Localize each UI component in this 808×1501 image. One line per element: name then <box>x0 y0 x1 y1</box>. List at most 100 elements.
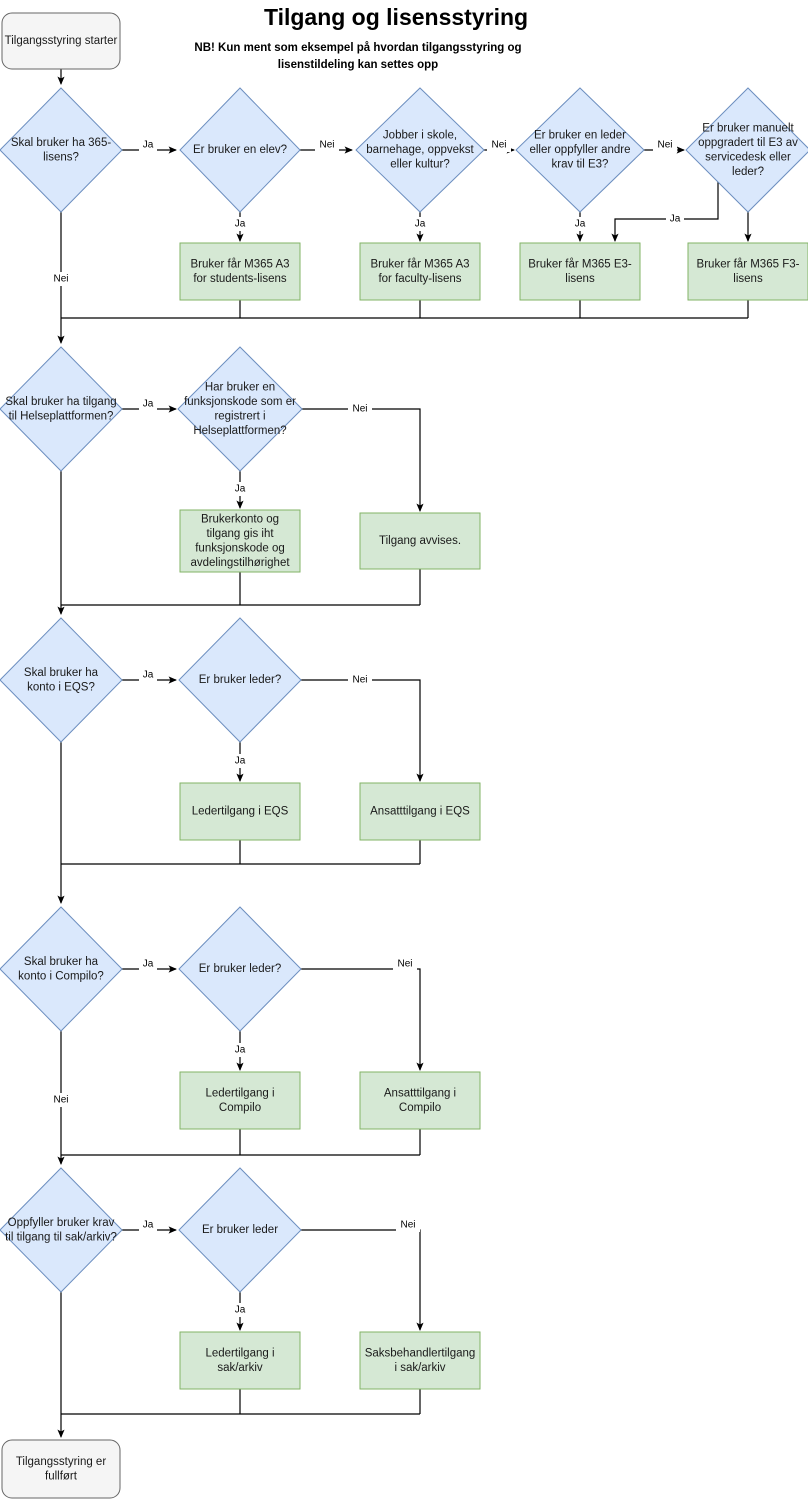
end-terminator-text-line-1: Tilgangsstyring er <box>16 1456 107 1468</box>
decision-eqs-account-text-line-1: Skal bruker ha <box>24 667 99 679</box>
process-caseworker-access-sak-arkiv-shape <box>359 1331 481 1390</box>
decision-sak-arkiv-requirements-text-line-2: til tilgang til sak/arkiv? <box>5 1231 117 1243</box>
process-m365-a3-students-text-line-1: Bruker får M365 A3 <box>190 258 289 270</box>
process-user-account-granted-text-line-2: tilgang gis iht <box>206 528 274 540</box>
process-leader-access-sak-arkiv-text-line-1: Ledertilgang i <box>205 1347 274 1359</box>
process-employee-access-compilo-text-line-1: Ansatttilgang i <box>384 1087 456 1099</box>
edge-sak-leder-yes-to-ledertilgang-label: Ja <box>235 1305 246 1316</box>
decision-helseplattformen-access-text-line-1: Skal bruker ha tilgang <box>5 396 116 408</box>
edge-leder-e3-yes-to-e3-label: Ja <box>575 219 586 230</box>
diagram-title-group: Tilgang og lisensstyring NB! Kun ment so… <box>194 4 528 71</box>
edge-skole-yes-to-a3-faculty-label-bg <box>411 217 429 231</box>
edge-skole-no-to-leder-e3-label: Nei <box>491 140 506 151</box>
decision-helseplattformen-access[interactable]: Skal bruker ha tilgang til Helseplattform… <box>0 346 123 472</box>
edge-leder-e3-yes-to-e3-label-bg <box>571 217 589 231</box>
process-leader-access-sak-arkiv-shape <box>179 1331 301 1390</box>
decision-eqs-is-leader[interactable]: Er bruker leder? <box>178 617 302 743</box>
edge-elev-no-to-skole-label: Nei <box>319 140 334 151</box>
page-subtitle-line-2: lisenstildeling kan settes opp <box>278 59 438 71</box>
decision-has-function-code-text-line-4: Helseplattformen? <box>193 425 286 437</box>
edge-manuelt-yes-to-e3 <box>611 180 719 242</box>
decision-manually-upgraded-e3-shape <box>685 87 808 213</box>
decision-works-school-shape <box>355 87 485 213</box>
decision-sak-arkiv-requirements[interactable]: Oppfyller bruker krav til tilgang til sak… <box>0 1167 123 1293</box>
process-employee-access-eqs[interactable]: Ansatttilgang i EQS <box>359 782 481 841</box>
start-terminator[interactable]: Tilgangsstyring starter <box>1 12 121 70</box>
process-m365-f3[interactable]: Bruker får M365 F3-lisens <box>687 242 808 301</box>
process-m365-a3-faculty-shape <box>359 242 481 301</box>
edge-sak-yes-to-leder-label-bg <box>139 1218 157 1232</box>
process-user-account-granted-text-line-4: avdelingstilhørighet <box>190 557 290 569</box>
edge-365-no-down-label-bg <box>49 272 73 286</box>
end-terminator[interactable]: Tilgangsstyring er fullført <box>1 1439 121 1499</box>
page-title: Tilgang og lisensstyring <box>264 4 528 30</box>
process-m365-f3-text-line-2: lisens <box>733 273 763 285</box>
decision-eqs-account-text-line-2: konto i EQS? <box>27 681 95 693</box>
edge-compilo-yes-to-leder-label-bg <box>139 957 157 971</box>
decision-sak-arkiv-requirements-text-line-1: Oppfyller bruker krav <box>8 1217 115 1229</box>
decision-compilo-account-text-line-2: konto i Compilo? <box>18 970 104 982</box>
decision-sak-arkiv-is-leader[interactable]: Er bruker leder <box>178 1167 302 1293</box>
decision-eqs-account[interactable]: Skal bruker ha konto i EQS? <box>0 617 123 743</box>
decision-helseplattformen-access-text-line-2: til Helseplattformen? <box>9 410 114 422</box>
process-access-denied-text-line-1: Tilgang avvises. <box>379 535 461 547</box>
decision-is-student[interactable]: Er bruker en elev? <box>179 87 301 213</box>
end-terminator-text-line-2: fullført <box>45 1470 78 1482</box>
edge-manuelt-yes-to-e3-label-bg <box>666 212 684 226</box>
edge-funksjonskode-yes-to-brukerkonto-label: Ja <box>235 484 246 495</box>
process-m365-e3-shape <box>519 242 641 301</box>
decision-works-school[interactable]: Jobber i skole, barnehage, oppvekst eller … <box>355 87 485 213</box>
decision-works-school-text-line-3: eller kultur? <box>390 159 449 171</box>
decision-365-license-shape <box>0 87 123 213</box>
process-m365-f3-shape <box>687 242 808 301</box>
process-access-denied[interactable]: Tilgang avvises. <box>359 512 481 570</box>
decision-compilo-is-leader[interactable]: Er bruker leder? <box>178 906 302 1032</box>
start-terminator-text-line-1: Tilgangsstyring starter <box>5 35 118 47</box>
process-leader-access-eqs[interactable]: Ledertilgang i EQS <box>179 782 301 841</box>
decision-compilo-is-leader-shape <box>178 906 302 1032</box>
process-user-account-granted-text-line-1: Brukerkonto og <box>201 513 279 525</box>
edge-sak-yes-to-leder-label: Ja <box>143 1220 154 1231</box>
decision-compilo-is-leader-text-line-1: Er bruker leder? <box>199 963 281 975</box>
decision-compilo-account-shape <box>0 906 123 1032</box>
page-subtitle-line-1: NB! Kun ment som eksempel på hvordan til… <box>194 42 521 54</box>
process-leader-access-eqs-shape <box>179 782 301 841</box>
decision-works-school-text-line-1: Jobber i skole, <box>383 130 457 142</box>
process-m365-a3-students-shape <box>179 242 301 301</box>
edge-leder-e3-no-to-manuelt-label: Nei <box>657 140 672 151</box>
decision-365-license-text-line-2: lisens? <box>43 151 79 163</box>
edge-sak-leder-no-to-saksbeh <box>301 1229 424 1331</box>
edge-manuelt-yes-to-e3-label: Ja <box>670 214 681 225</box>
process-leader-access-eqs-text-line-1: Ledertilgang i EQS <box>192 806 289 818</box>
decision-works-school-text-line-2: barnehage, oppvekst <box>366 144 474 156</box>
decision-sak-arkiv-is-leader-text-line-1: Er bruker leder <box>202 1224 278 1236</box>
process-caseworker-access-sak-arkiv-text-line-1: Saksbehandlertilgang <box>365 1347 476 1359</box>
edge-365-no-down-label: Nei <box>53 274 68 285</box>
edge-funksjonskode-yes-to-brukerkonto-label-bg <box>231 482 249 496</box>
edge-compilo-leder-yes-to-ledertilgang-label: Ja <box>235 1045 246 1056</box>
decision-is-student-text-line-1: Er bruker en elev? <box>193 144 287 156</box>
decision-365-license[interactable]: Skal bruker ha 365-lisens? <box>0 87 123 213</box>
edge-eqs-yes-to-leder-label: Ja <box>143 670 154 681</box>
decision-sak-arkiv-is-leader-shape <box>178 1167 302 1293</box>
decision-leader-or-e3-text-line-2: eller oppfyller andre <box>529 144 630 156</box>
decision-manually-upgraded-e3-text-line-3: servicedesk eller <box>705 151 791 163</box>
edge-compilo-no-down-label: Nei <box>53 1095 68 1106</box>
start-terminator-shape <box>1 12 121 70</box>
edge-compilo-no-down-label-bg <box>49 1093 73 1107</box>
edge-funksjonskode-no-to-avvises-label-bg <box>348 402 372 416</box>
decision-has-function-code-text-line-2: funksjonskode som er <box>184 396 296 408</box>
process-m365-e3[interactable]: Bruker får M365 E3-lisens <box>519 242 641 301</box>
